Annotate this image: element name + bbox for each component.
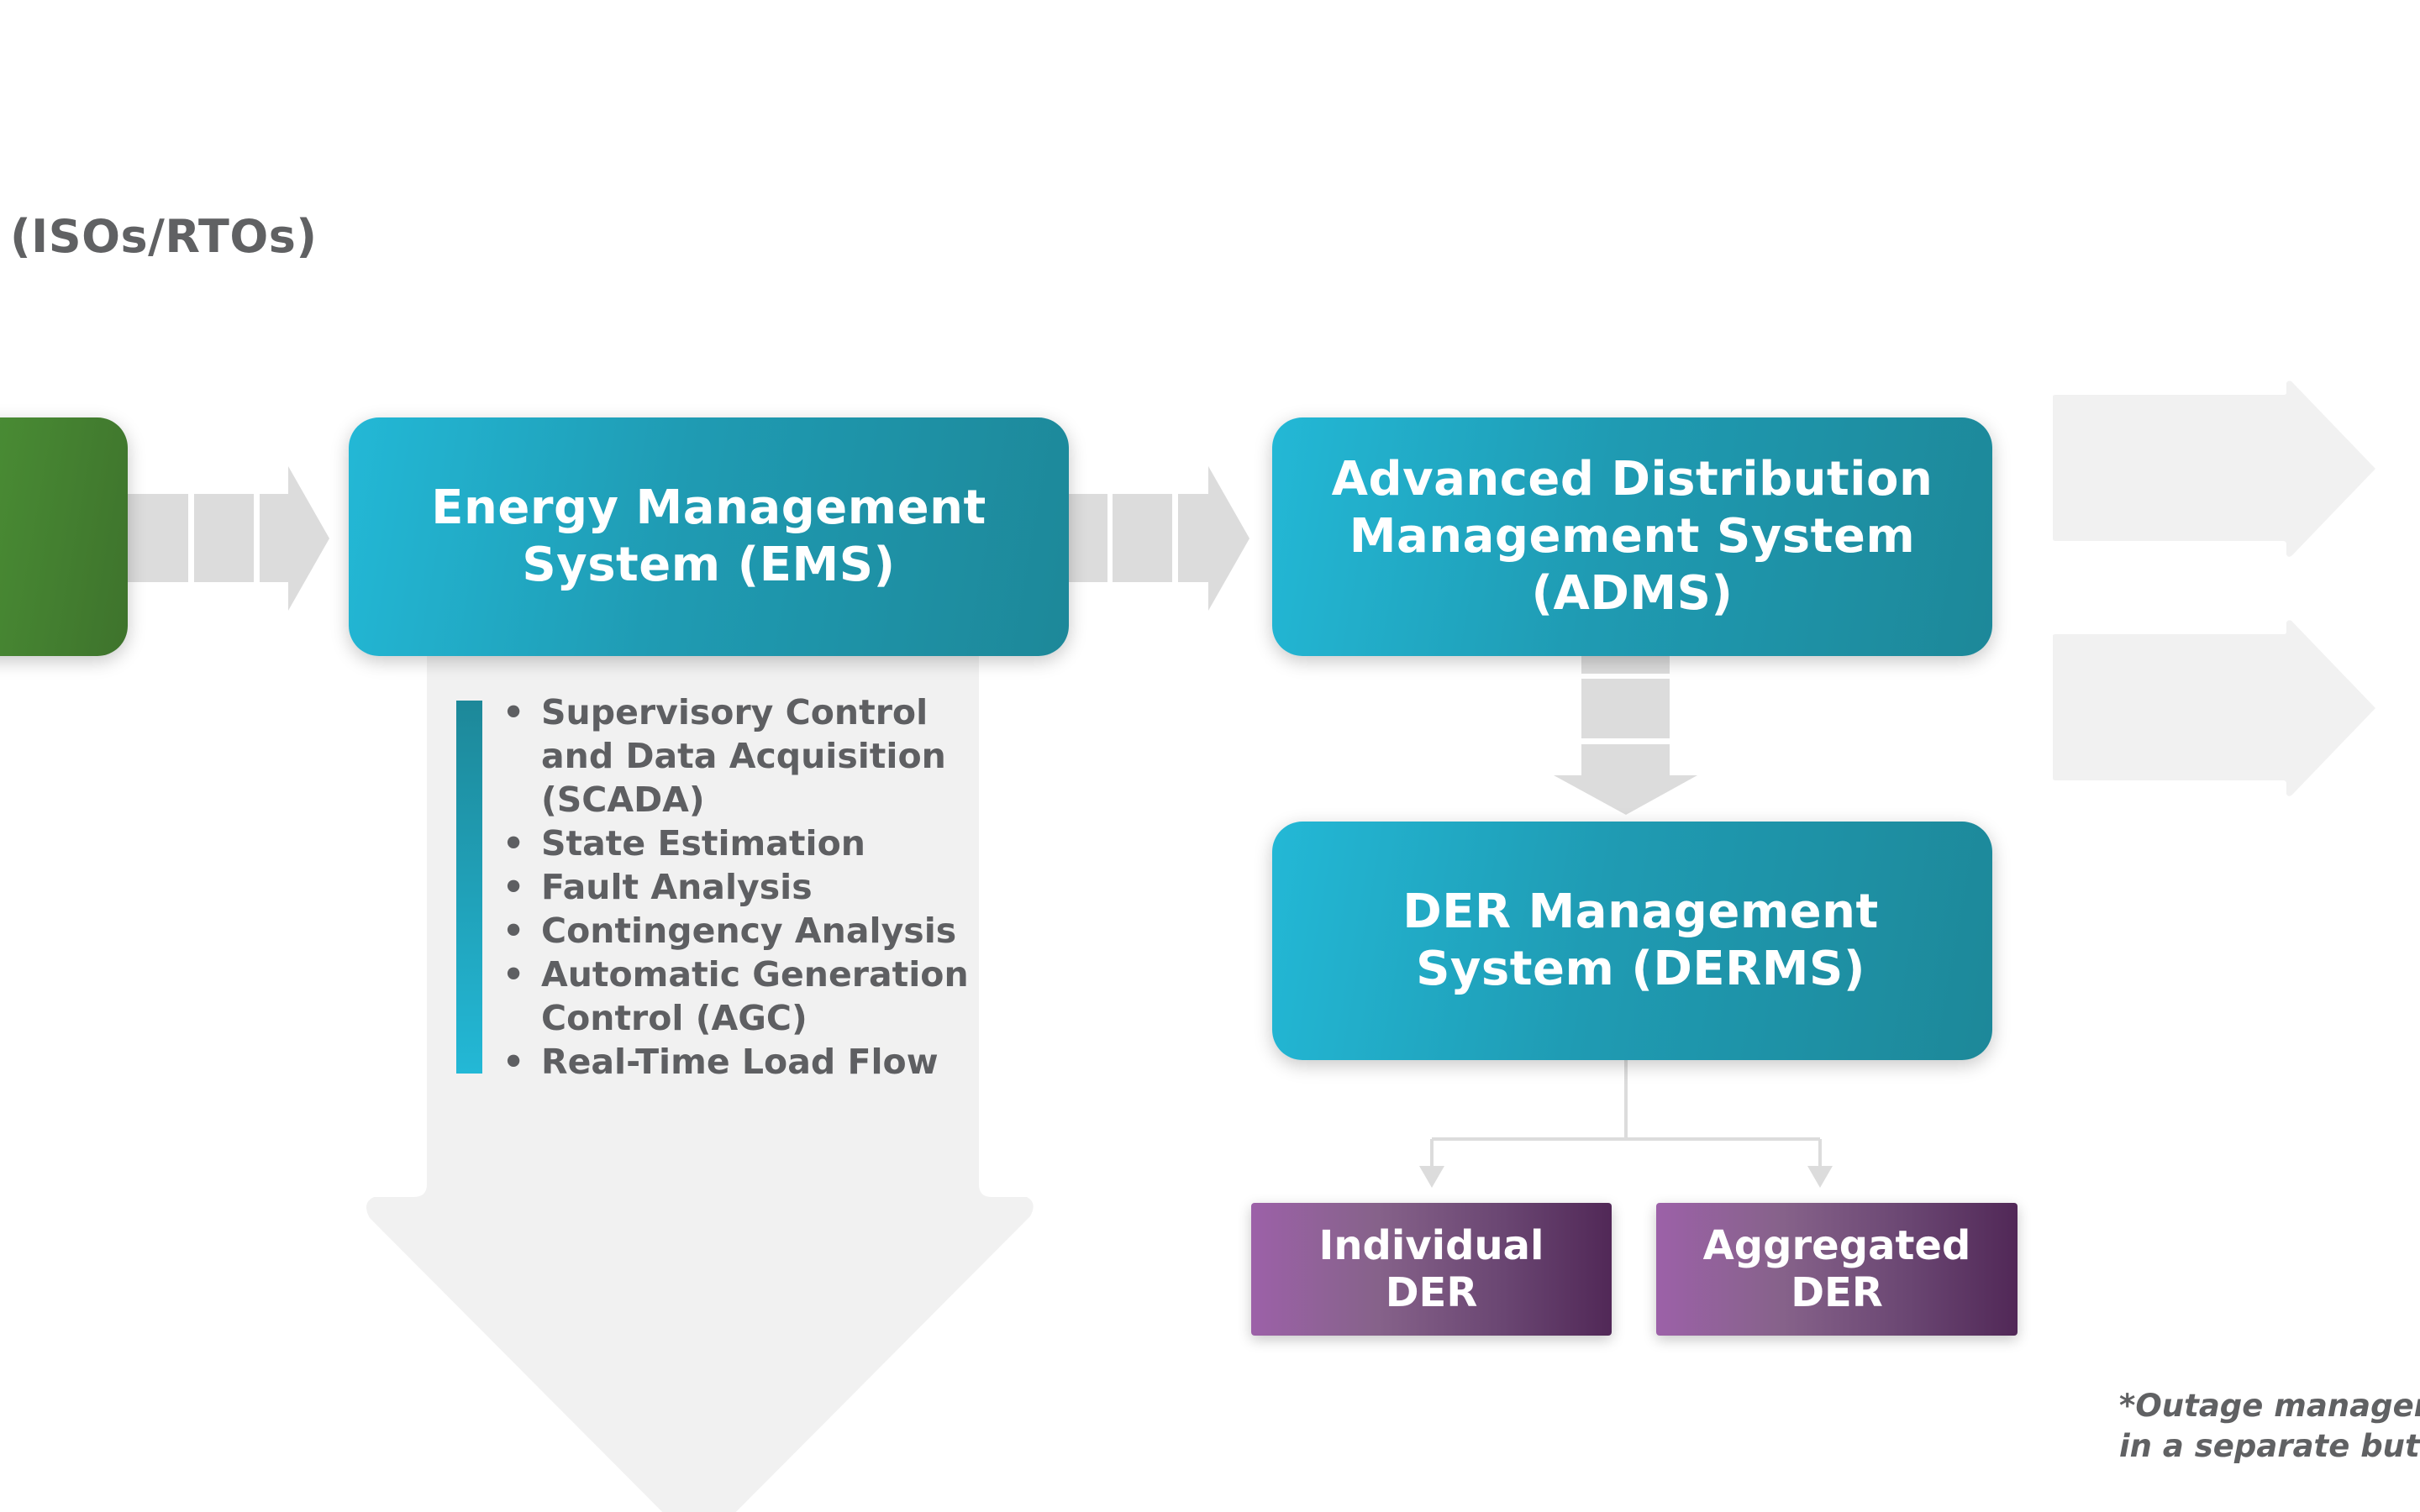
- ems-box: Energy Management System (EMS): [349, 417, 1069, 656]
- derms-connector: [1430, 1060, 1822, 1169]
- list-item-line: Control (AGC): [541, 998, 808, 1038]
- list-item-line: Real-Time Load Flow: [541, 1042, 939, 1082]
- arrow-head: [260, 466, 329, 611]
- list-item: • State Estimation: [502, 822, 1012, 865]
- arrow-head: [1554, 744, 1697, 815]
- list-item-line: Fault Analysis: [541, 867, 813, 907]
- individual-der-title: Individual DER: [1319, 1222, 1544, 1316]
- der-title-line: DER: [1385, 1269, 1478, 1316]
- ems-down-arrow-panel: [366, 638, 1034, 1512]
- aggregated-der-box: Aggregated DER: [1656, 1203, 2018, 1336]
- bullet-icon: •: [502, 1042, 525, 1082]
- footnote-line: in a separate but t: [2119, 1428, 2420, 1464]
- list-item-line: Automatic Generation: [541, 954, 969, 995]
- adms-title-line: Management System: [1349, 509, 1916, 564]
- connector-arrowhead-left: [1419, 1166, 1444, 1188]
- list-item-line: (SCADA): [541, 780, 705, 820]
- footnote: *Outage managem in a separate but t: [2119, 1386, 2420, 1467]
- list-item-line: Supervisory Control: [541, 692, 929, 732]
- adms-title: Advanced Distribution Management System …: [1332, 451, 1933, 622]
- derms-title-line: System (DERMS): [1416, 942, 1865, 996]
- footnote-line: *Outage managem: [2119, 1388, 2420, 1424]
- arrow-segment: [1581, 654, 1670, 674]
- list-item: • Automatic Generation Control (AGC): [502, 953, 1012, 1040]
- list-item: • Contingency Analysis: [502, 909, 1012, 953]
- list-item-line: Contingency Analysis: [541, 911, 957, 951]
- bullet-icon: •: [502, 823, 525, 864]
- connector-line: [1430, 1060, 1822, 1169]
- connector-arrowhead-right: [1807, 1166, 1833, 1188]
- der-title-line: Individual: [1318, 1222, 1544, 1269]
- individual-der-box: Individual DER: [1251, 1203, 1612, 1336]
- arrow-adms-to-derms: [1554, 654, 1697, 815]
- adms-title-line: (ADMS): [1531, 566, 1733, 621]
- arrow-ems-to-adms: [1065, 466, 1249, 611]
- adms-box: Advanced Distribution Management System …: [1272, 417, 1992, 656]
- list-item: • Supervisory Control and Data Acquisiti…: [502, 690, 1012, 822]
- right-arrow-bottom: [2053, 620, 2375, 796]
- list-item-line: State Estimation: [541, 823, 865, 864]
- list-item: • Real-Time Load Flow: [502, 1040, 1012, 1084]
- arrow-segment: [126, 494, 188, 582]
- derms-title: DER Management System (DERMS): [1386, 884, 1879, 998]
- bullet-icon: •: [502, 911, 525, 951]
- right-arrow-top: [2053, 381, 2375, 557]
- list-item: • Fault Analysis: [502, 865, 1012, 909]
- ems-list-accent-bar: [456, 701, 482, 1074]
- arrow-segment: [194, 494, 254, 582]
- list-item-line: and Data Acquisition: [541, 736, 946, 776]
- adms-title-line: Advanced Distribution: [1331, 452, 1933, 507]
- arrow-source-to-ems: [126, 466, 329, 611]
- arrow-head: [1178, 466, 1249, 611]
- ems-title-line: System (EMS): [522, 538, 896, 592]
- bullet-icon: •: [502, 692, 525, 732]
- ems-title: Energy Management System (EMS): [431, 480, 986, 594]
- ems-functions-list: • Supervisory Control and Data Acquisiti…: [502, 690, 1012, 1084]
- derms-title-line: DER Management: [1402, 885, 1879, 939]
- bullet-icon: •: [502, 954, 525, 995]
- page-heading: s (ISOs/RTOs): [0, 210, 318, 263]
- arrow-segment: [1065, 494, 1107, 582]
- ems-title-line: Energy Management: [431, 480, 986, 535]
- source-box: [0, 417, 128, 656]
- aggregated-der-title: Aggregated DER: [1703, 1222, 1971, 1316]
- derms-box: DER Management System (DERMS): [1272, 822, 1992, 1060]
- bullet-icon: •: [502, 867, 525, 907]
- arrow-segment: [1113, 494, 1172, 582]
- der-title-line: DER: [1791, 1269, 1883, 1316]
- arrow-segment: [1581, 679, 1670, 738]
- der-title-line: Aggregated: [1702, 1222, 1971, 1269]
